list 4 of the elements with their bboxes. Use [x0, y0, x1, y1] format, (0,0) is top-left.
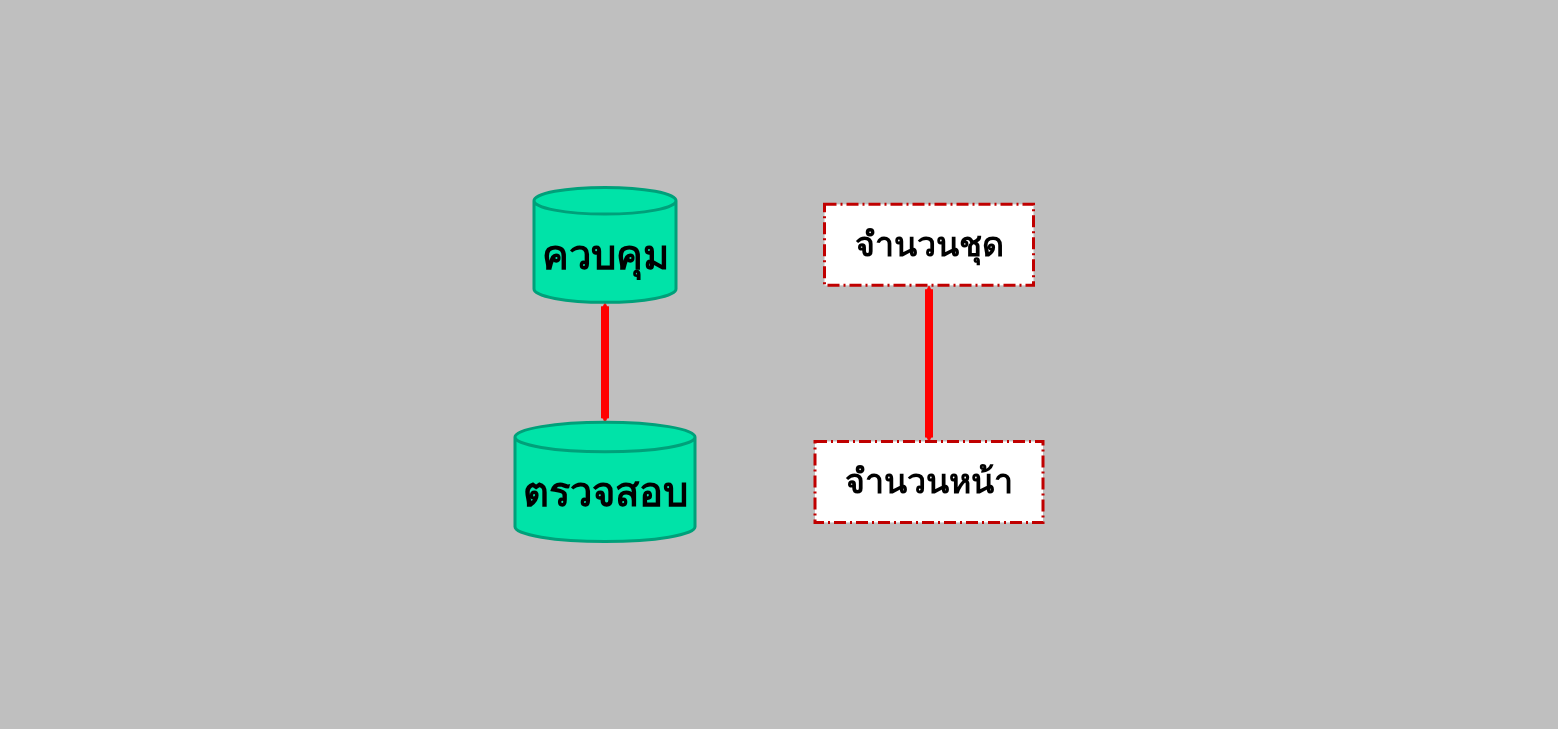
node-box: จำนวนหน้า [813, 439, 1045, 524]
node-box: จำนวนชุด [823, 202, 1035, 287]
arrow [924, 285, 934, 442]
arrow [600, 302, 610, 423]
